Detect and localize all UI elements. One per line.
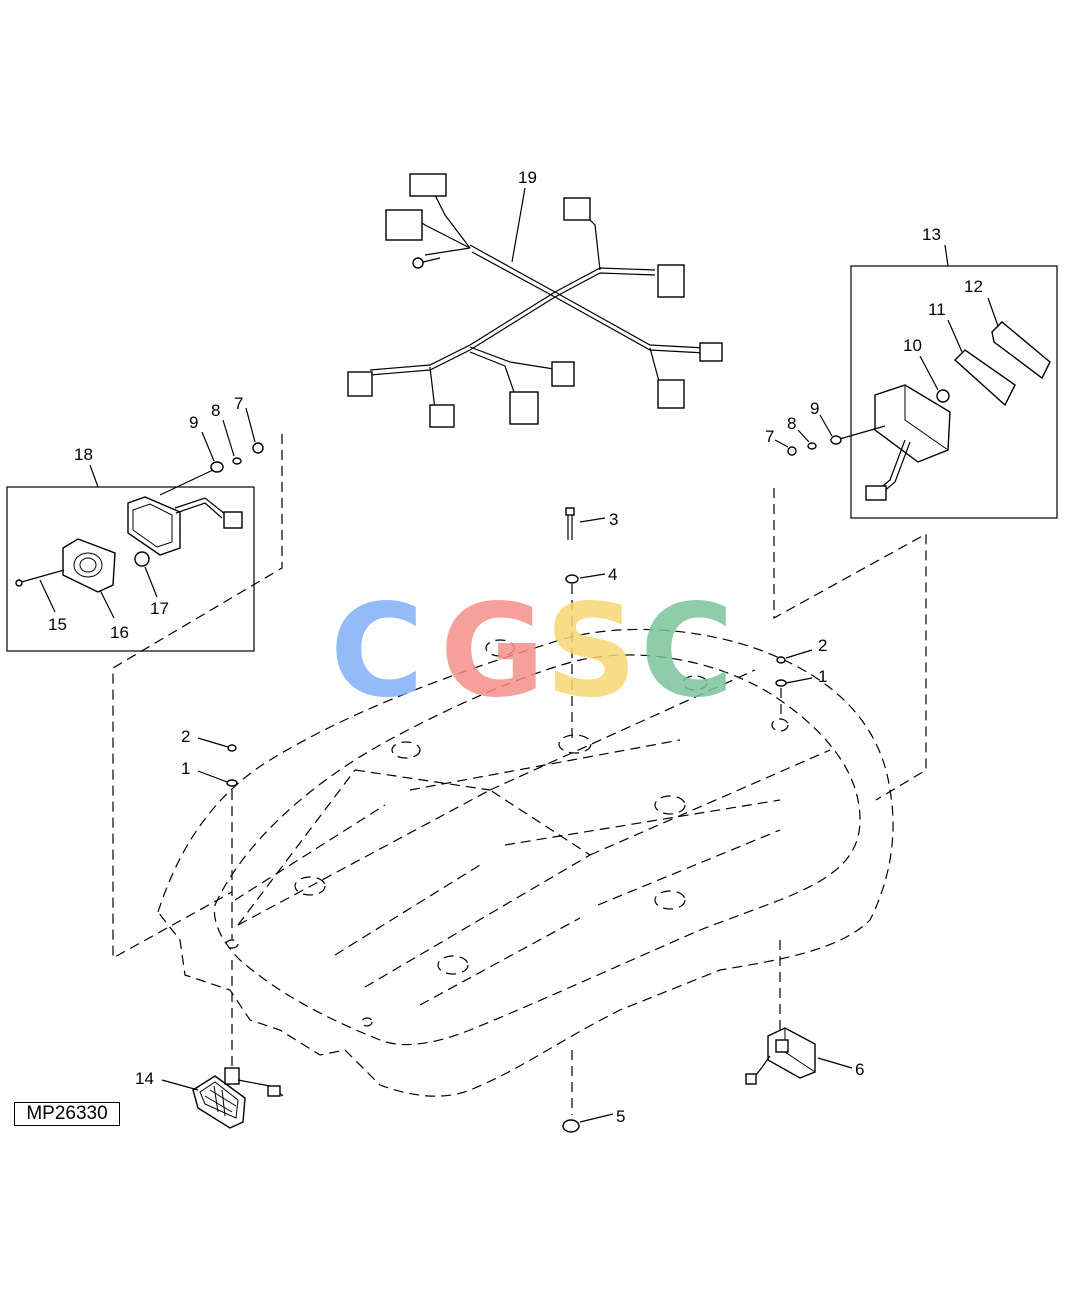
callout-4: 4 [608,565,617,584]
nut [776,656,786,664]
work-lamp-assembly [6,407,283,960]
work-lamp-lens [62,538,116,593]
nut [252,442,264,454]
work-lamp-housing [127,496,181,556]
harness-connector [409,173,447,197]
washer [565,574,579,584]
gasket [953,349,1016,407]
bolt-head [565,507,575,516]
callout-labels: 19 13 12 11 10 9 8 7 18 9 8 7 15 16 17 3… [48,168,983,1126]
front-work-lamp [161,960,284,1129]
lamp-connector [223,511,243,529]
harness-connector [347,371,373,397]
harness-connector [657,264,685,298]
callout-7-left: 7 [234,394,243,413]
lamp-bracket [224,1067,240,1085]
callout-12: 12 [964,277,983,296]
callout-10: 10 [903,336,922,355]
callout-3: 3 [609,510,618,529]
rear-lamp-body [767,1027,816,1079]
wiring-harness [347,173,723,428]
canopy-roof [157,628,894,1097]
callout-19: 19 [518,168,537,187]
bulb [134,551,150,567]
nut [787,446,797,456]
lock-washer [807,442,817,450]
callout-2-right: 2 [818,636,827,655]
washer [226,779,238,787]
rear-lamp [745,940,853,1085]
callout-18: 18 [74,445,93,464]
callout-8-left: 8 [211,401,220,420]
tail-lamp-assembly [773,244,1058,801]
callout-13: 13 [922,225,941,244]
hardware [197,507,813,1133]
callout-17: 17 [150,599,169,618]
lens-plate [991,321,1051,380]
callout-14: 14 [135,1069,154,1088]
harness-connector [551,361,575,387]
washer [210,461,224,473]
callout-8-right: 8 [787,414,796,433]
callout-16: 16 [110,623,129,642]
harness-connector [563,197,591,221]
front-work-lamp-body [192,1075,246,1129]
callout-2-left: 2 [181,727,190,746]
bulb [936,389,950,403]
callout-9-left: 9 [189,413,198,432]
bolt-head [15,579,23,587]
harness-connector [385,209,423,241]
harness-connector [509,391,539,425]
washer [830,435,842,445]
figure-id-label: MP26330 [14,1102,120,1126]
harness-connector [699,342,723,362]
harness-connector [429,404,455,428]
lock-washer [232,457,242,465]
callout-5: 5 [616,1107,625,1126]
callout-9-right: 9 [810,399,819,418]
callout-box-18 [6,486,255,652]
callout-6: 6 [855,1060,864,1079]
callout-15: 15 [48,615,67,634]
nut [562,1119,580,1133]
lamp-connector [865,485,887,501]
lamp-connector [267,1085,281,1097]
nut [227,744,237,752]
callout-box-13 [850,265,1058,519]
lamp-bracket [775,1039,789,1053]
callout-1-right: 1 [818,667,827,686]
lamp-connector [745,1073,757,1085]
washer [775,679,787,687]
harness-connector [657,379,685,409]
harness-ring-terminal [412,257,424,269]
callout-1-left: 1 [181,759,190,778]
callout-11: 11 [928,300,946,319]
callout-7-right: 7 [765,427,774,446]
